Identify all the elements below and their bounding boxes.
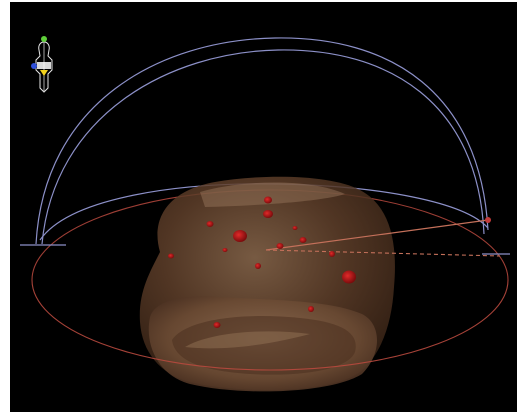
volume-fold-highlight [185,331,310,349]
lesion [264,196,272,204]
3d-viewport[interactable] [10,2,517,412]
lesion [276,243,284,249]
lesion [299,237,307,243]
dome-arc-outer [35,37,489,245]
lesion [168,253,174,259]
human-figure-orientation-icon[interactable] [31,36,53,93]
volume-rendering[interactable] [139,176,395,392]
lesion [233,230,247,242]
probe-line-upper [265,219,489,251]
dome-arc-inner [41,49,485,245]
head-marker-icon [41,36,47,42]
volume-top-highlight [200,182,345,207]
probe-lines [265,217,501,257]
lesion [255,263,261,269]
lesion [263,210,273,218]
front-marker-icon [40,70,48,76]
scene-canvas[interactable] [10,2,517,412]
left-marker-icon [31,63,37,69]
lesion [292,226,298,230]
horizontal-ring-front [31,279,509,371]
figure-body-band [37,62,51,69]
volume-inner-fold [172,316,356,375]
lesion [308,306,314,312]
lesion [213,322,221,328]
lesion [342,270,356,284]
lesions [168,196,356,328]
lesion [329,251,335,257]
probe-endpoint-marker [485,217,491,223]
lesion [222,248,228,252]
lesion [206,221,214,227]
